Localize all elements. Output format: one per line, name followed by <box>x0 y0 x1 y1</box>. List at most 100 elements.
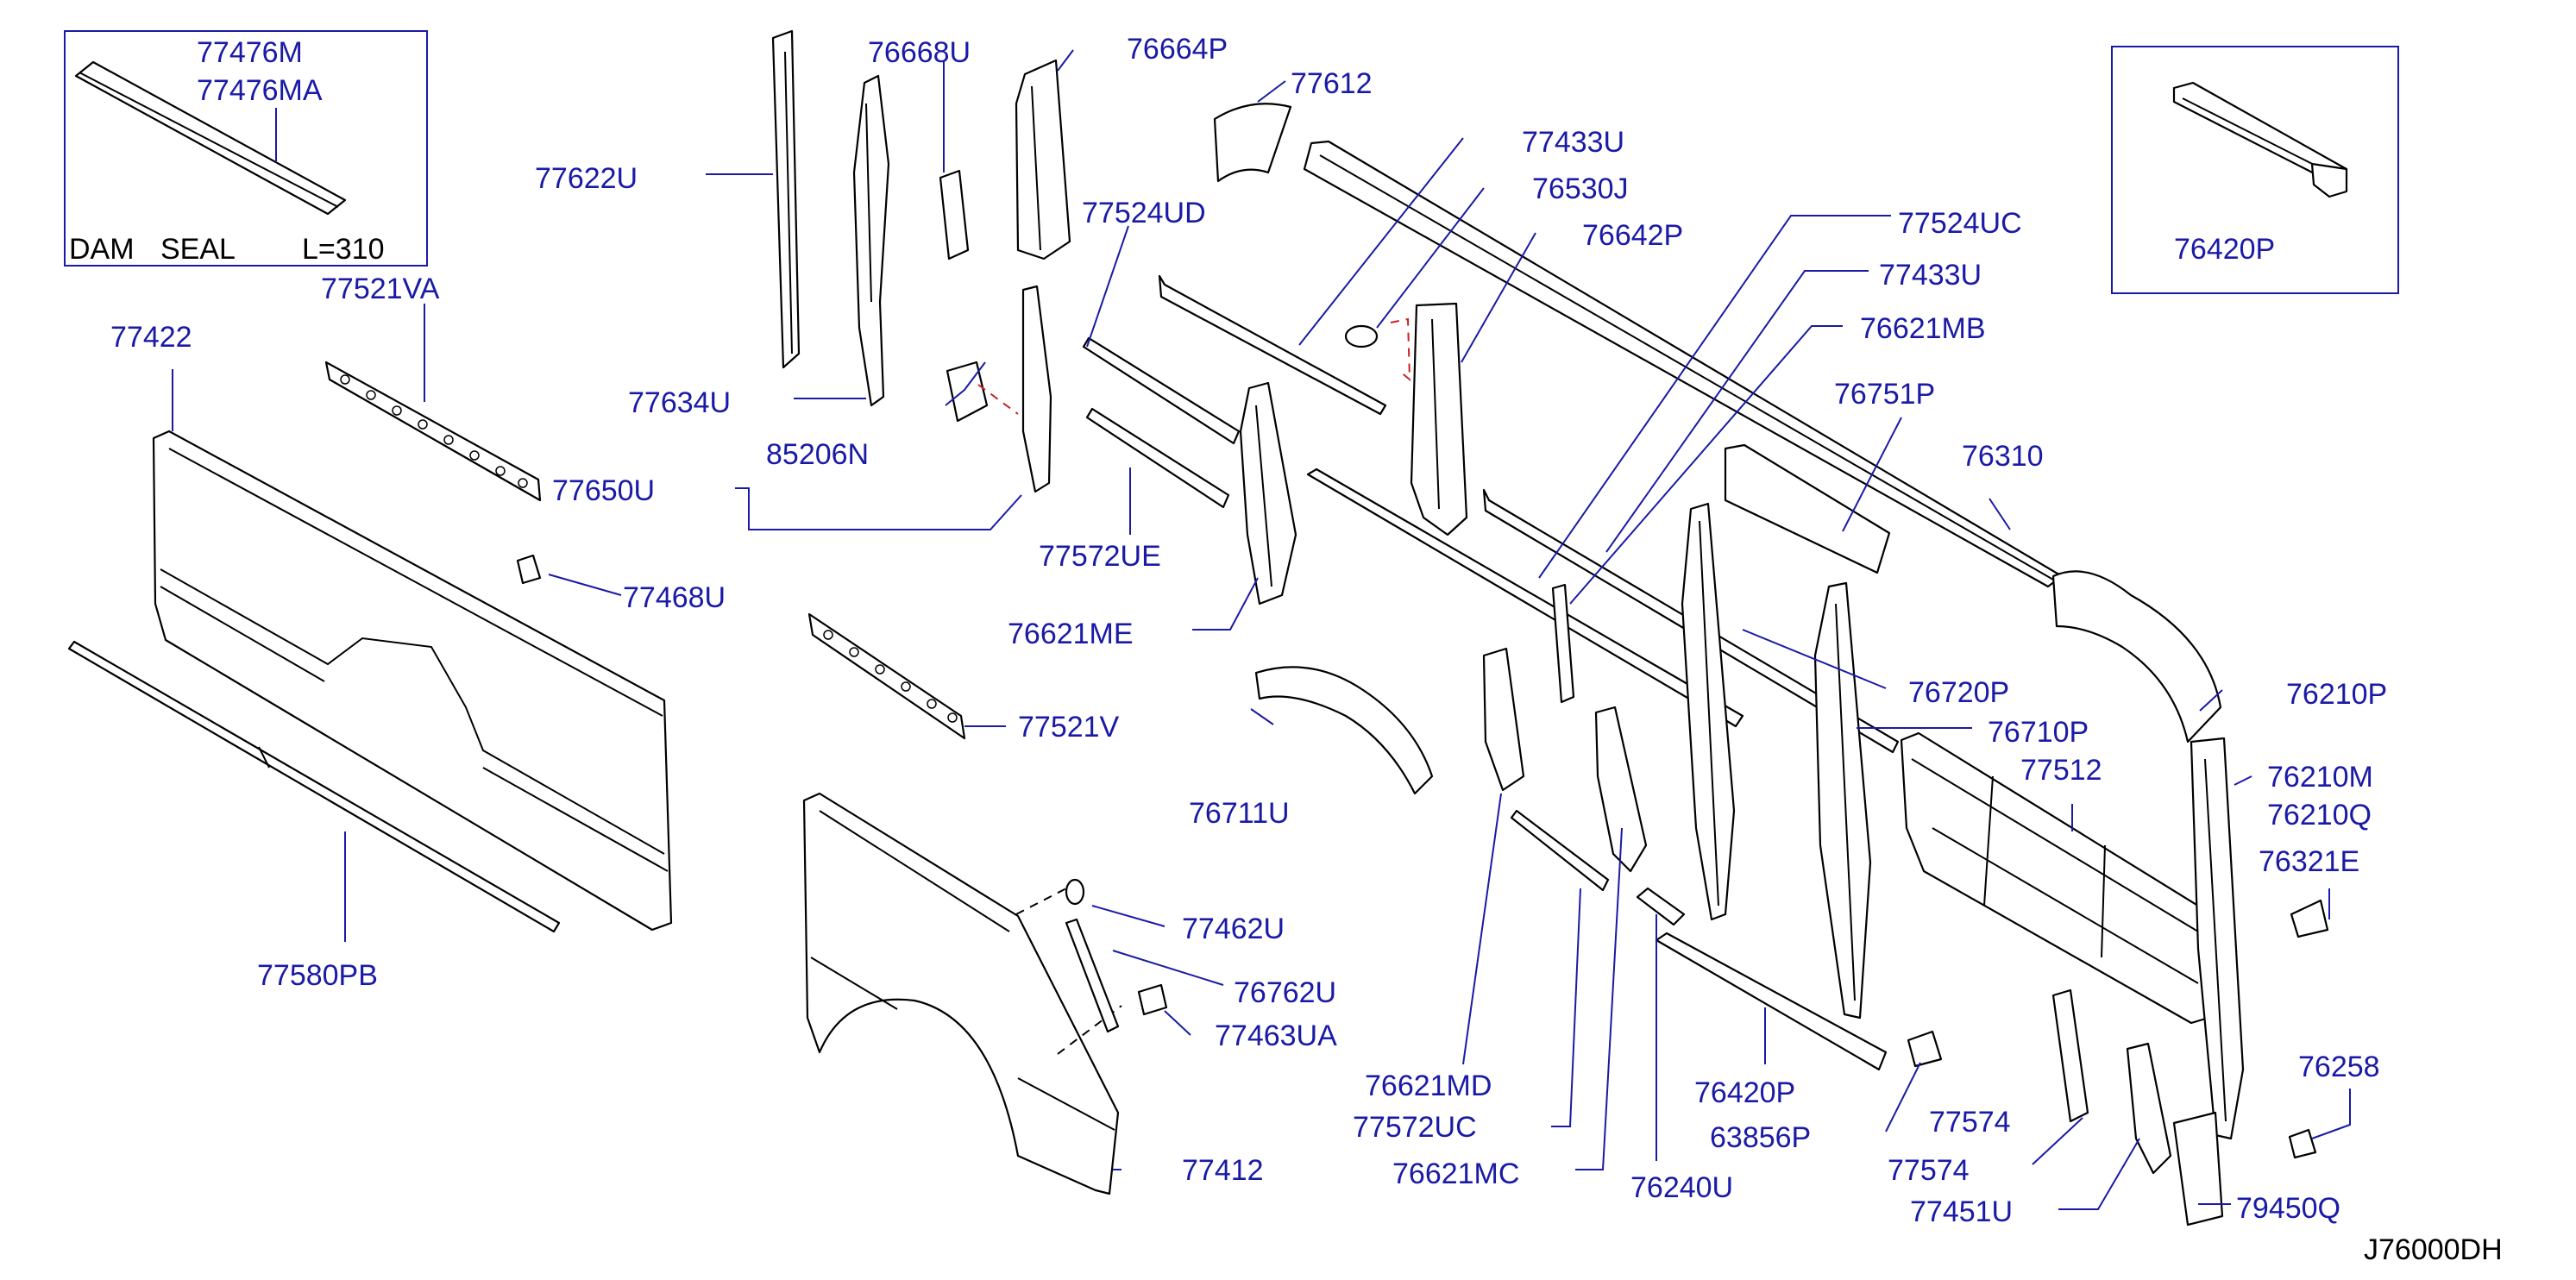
label-77412[interactable]: 77412 <box>1182 1154 1264 1187</box>
label-76664P[interactable]: 76664P <box>1127 33 1228 66</box>
label-77622U[interactable]: 77622U <box>535 162 638 195</box>
part-76664P <box>1015 59 1071 260</box>
dash-77462U <box>1015 888 1067 915</box>
part-76621MD <box>1482 647 1525 792</box>
label-76762U[interactable]: 76762U <box>1234 976 1336 1009</box>
inset-dam-seal: 77476M 77476MA DAM SEAL L=310 <box>64 30 428 267</box>
part-77622U <box>771 29 801 369</box>
part-77572UC-rail <box>1510 809 1610 892</box>
part-77572UE-rail <box>1085 407 1230 509</box>
label-77572UC[interactable]: 77572UC <box>1353 1111 1477 1144</box>
part-77462U <box>1065 878 1085 906</box>
part-85206N <box>946 285 1052 493</box>
part-77433U-rail-a <box>1158 274 1387 416</box>
label-77650U[interactable]: 77650U <box>552 474 655 507</box>
inset-76420P: 76420P <box>2111 46 2399 294</box>
part-76240U-sill <box>1655 932 1888 1071</box>
part-77574-a <box>1907 1030 1943 1068</box>
label-76210Q[interactable]: 76210Q <box>2267 799 2372 831</box>
note-seal: SEAL <box>160 233 236 266</box>
label-77574-a[interactable]: 77574 <box>1929 1106 2011 1139</box>
holes-77521VA <box>340 374 528 488</box>
part-76530J-clip <box>1344 317 1411 382</box>
part-76210P-corner <box>2051 570 2222 744</box>
label-76321E[interactable]: 76321E <box>2259 845 2359 878</box>
part-77521VA-strip <box>324 361 542 502</box>
part-77524UC-rail <box>1306 467 1744 728</box>
part-77574-b <box>2051 988 2089 1123</box>
diagram-code: J76000DH <box>2364 1233 2503 1266</box>
label-79450Q[interactable]: 79450Q <box>2236 1192 2340 1225</box>
part-76710P <box>1813 581 1872 1020</box>
part-76321E <box>2290 899 2329 938</box>
label-77612[interactable]: 77612 <box>1291 67 1373 100</box>
part-77451U <box>2126 1042 2172 1175</box>
label-76310[interactable]: 76310 <box>1962 440 2044 473</box>
part-77524UD-rail <box>1082 336 1241 445</box>
part-77468U <box>516 554 542 585</box>
part-76711U-arch <box>1254 666 1434 795</box>
label-76420P-inset[interactable]: 76420P <box>2174 233 2275 266</box>
label-76420P[interactable]: 76420P <box>1694 1076 1795 1109</box>
part-76720P <box>1681 502 1736 921</box>
leader-lines <box>172 49 2351 1210</box>
part-76642P-pillar <box>1410 302 1468 536</box>
label-77433U-b[interactable]: 77433U <box>1879 259 1982 292</box>
part-76762U <box>1065 918 1120 1033</box>
label-77521V[interactable]: 77521V <box>1018 711 1120 744</box>
label-76530J[interactable]: 76530J <box>1532 173 1629 205</box>
part-77521V-strip <box>807 612 966 740</box>
label-63856P[interactable]: 63856P <box>1710 1121 1811 1154</box>
label-76720P[interactable]: 76720P <box>1908 676 2009 709</box>
label-76621MB[interactable]: 76621MB <box>1860 312 1986 345</box>
label-76711U[interactable]: 76711U <box>1189 797 1290 830</box>
label-77524UC[interactable]: 77524UC <box>1898 207 2022 240</box>
part-76621ME <box>1239 381 1297 605</box>
holes-77521V <box>823 630 958 723</box>
note-dam: DAM <box>69 233 135 266</box>
label-77468U[interactable]: 77468U <box>623 581 726 614</box>
label-85206N[interactable]: 85206N <box>766 438 869 471</box>
label-77521VA[interactable]: 77521VA <box>321 273 440 305</box>
part-77463UA <box>1137 983 1168 1016</box>
label-76240U[interactable]: 76240U <box>1630 1171 1733 1204</box>
part-77512-frame <box>1900 731 2214 1025</box>
label-77476M[interactable]: 77476M <box>197 36 303 69</box>
label-76621MC[interactable]: 76621MC <box>1392 1158 1519 1190</box>
label-76668U[interactable]: 76668U <box>868 36 971 69</box>
part-76668U <box>939 169 970 260</box>
label-76621ME[interactable]: 76621ME <box>1008 618 1134 650</box>
label-77572UE[interactable]: 77572UE <box>1039 540 1161 573</box>
label-77476MA[interactable]: 77476MA <box>197 74 323 107</box>
label-77524UD[interactable]: 77524UD <box>1082 197 1206 229</box>
label-77451U[interactable]: 77451U <box>1910 1195 2013 1228</box>
label-76258[interactable]: 76258 <box>2298 1051 2380 1083</box>
part-76621MB <box>1551 583 1575 704</box>
part-77634U <box>852 74 890 407</box>
label-76751P[interactable]: 76751P <box>1834 378 1935 411</box>
part-77422-side-panel <box>152 430 673 932</box>
label-76621MD[interactable]: 76621MD <box>1365 1070 1492 1102</box>
label-77580PB[interactable]: 77580PB <box>257 959 378 992</box>
label-76210M[interactable]: 76210M <box>2267 761 2373 794</box>
label-77462U[interactable]: 77462U <box>1182 913 1285 945</box>
part-77580PB-strip <box>67 640 561 933</box>
part-76210M-pillar <box>2190 737 2245 1140</box>
label-77634U[interactable]: 77634U <box>628 386 731 419</box>
part-76751P <box>1724 443 1891 574</box>
note-length: L=310 <box>302 233 385 266</box>
label-77433U-a[interactable]: 77433U <box>1522 126 1624 159</box>
label-76642P[interactable]: 76642P <box>1582 219 1683 252</box>
label-77574-b[interactable]: 77574 <box>1888 1154 1970 1187</box>
part-63856P <box>1636 887 1686 926</box>
label-77512[interactable]: 77512 <box>2020 754 2102 787</box>
part-labels: 77622U 76668U 76664P 77612 77433U 76530J… <box>110 33 2387 1228</box>
part-76621MC <box>1594 706 1648 873</box>
label-76210P[interactable]: 76210P <box>2286 678 2387 711</box>
label-76710P[interactable]: 76710P <box>1988 716 2089 749</box>
part-77612 <box>1213 103 1292 183</box>
part-79450Q <box>2172 1111 2224 1227</box>
label-77463UA[interactable]: 77463UA <box>1215 1020 1337 1052</box>
label-77422[interactable]: 77422 <box>110 321 192 354</box>
